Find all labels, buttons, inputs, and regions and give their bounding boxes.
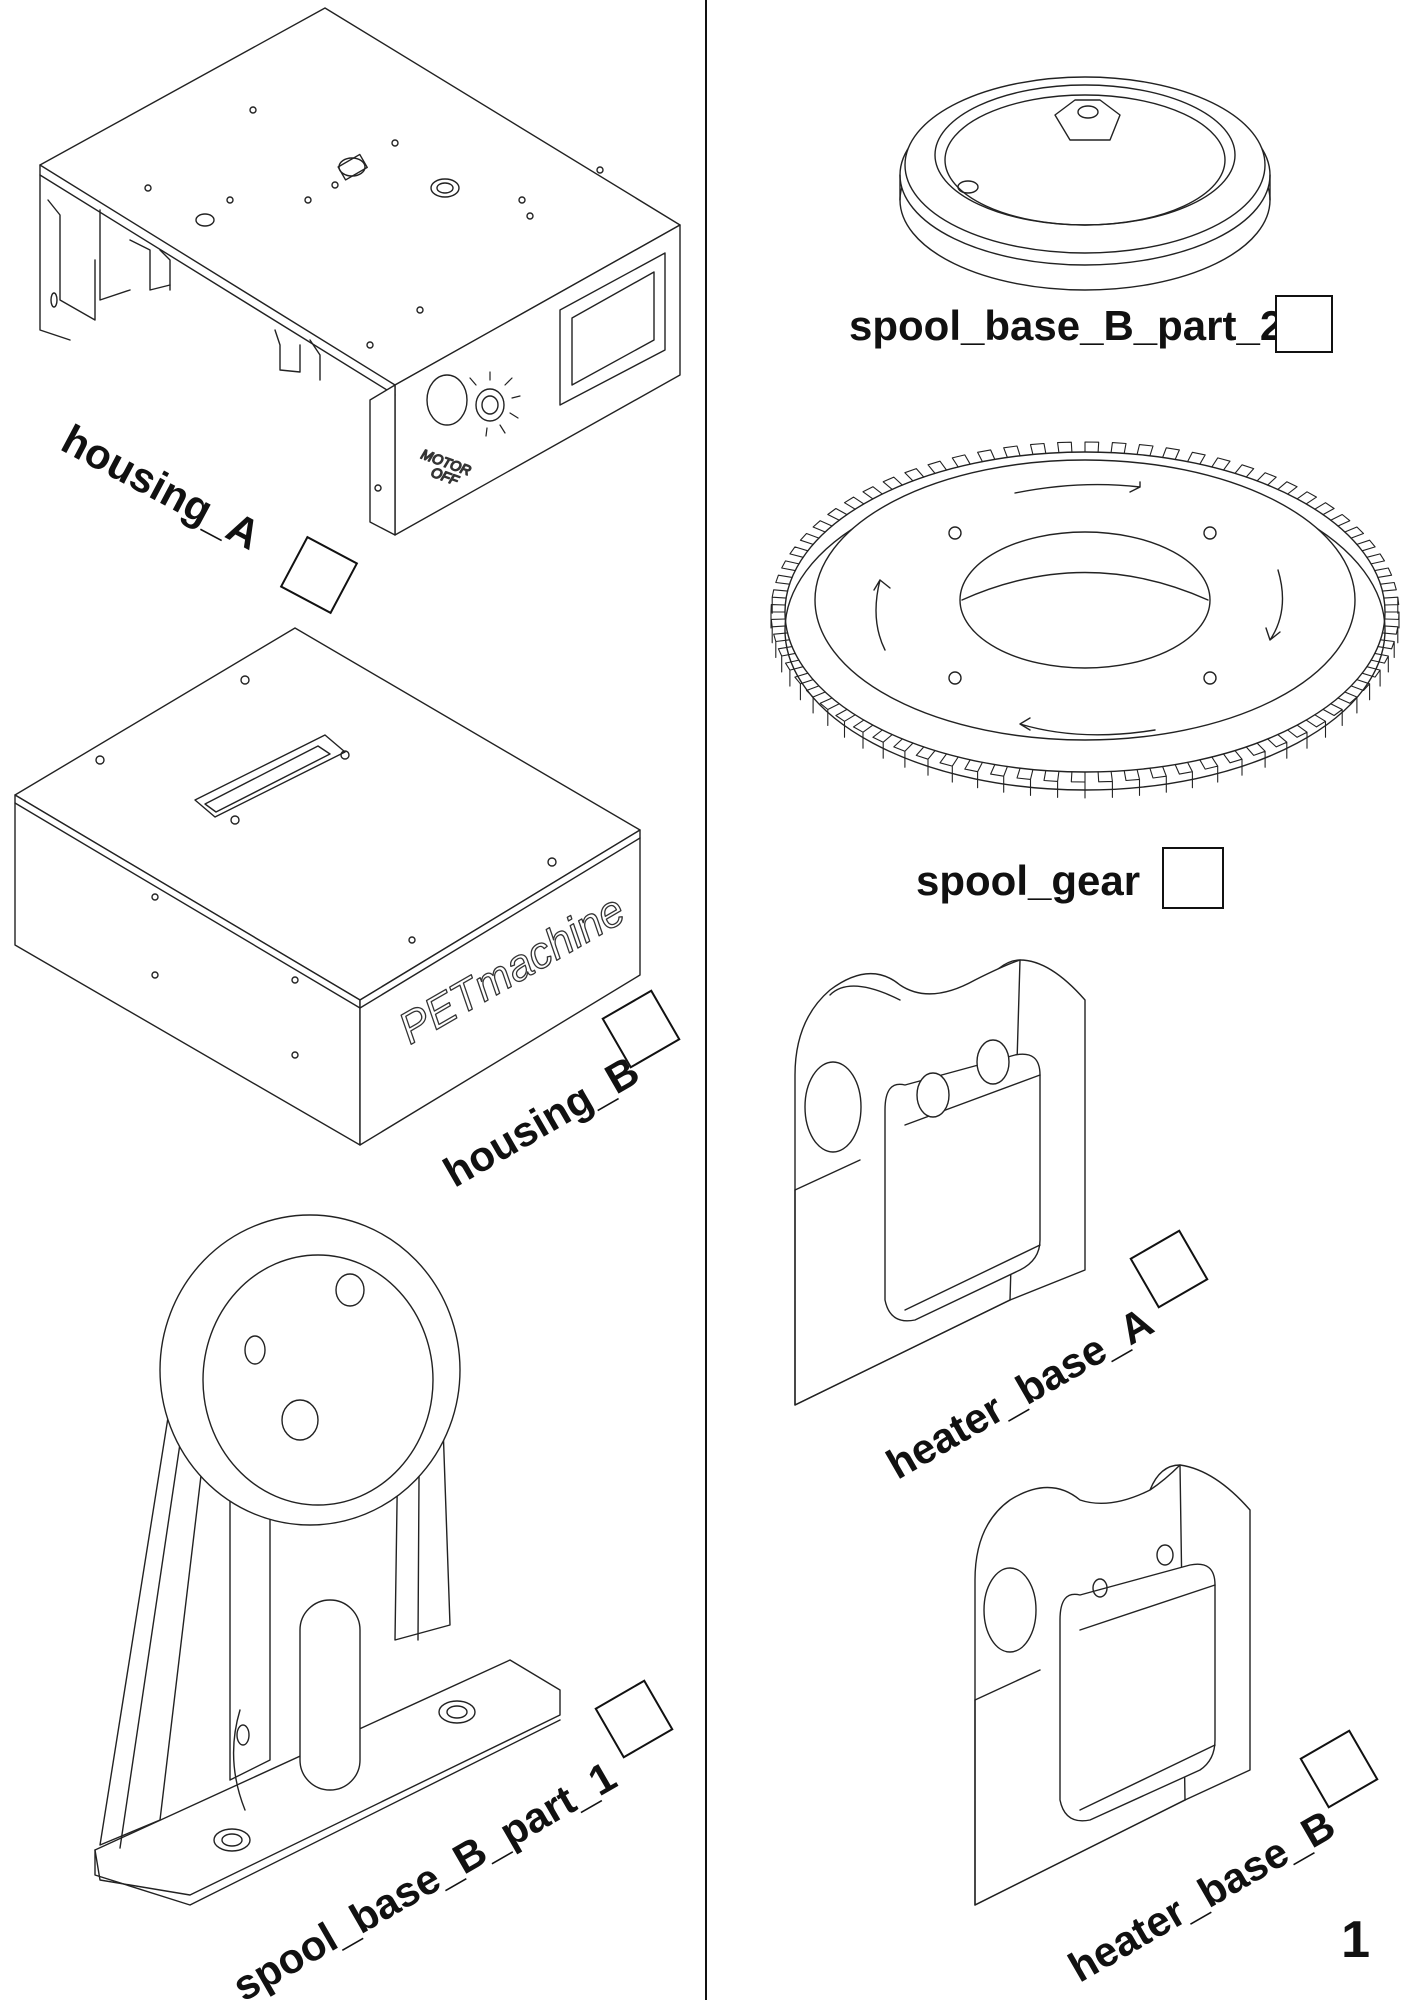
spool-base-b-part-2-drawing <box>899 76 1271 291</box>
heater-base-b-drawing <box>974 1464 1251 1906</box>
page-number: 1 <box>1341 1911 1370 1969</box>
checkbox-spool-gear[interactable] <box>1162 847 1224 909</box>
gear-teeth <box>770 441 1400 799</box>
spool-gear-drawing <box>770 441 1400 799</box>
column-divider <box>705 0 707 2000</box>
label-spool-gear: spool_gear <box>916 857 1141 904</box>
housing-b-drawing: PETmachine <box>14 627 641 1146</box>
label-spool-base-b-part-2: spool_base_B_part_2 <box>849 302 1284 349</box>
spool-base-b-part-1-drawing <box>94 1214 561 1906</box>
checkbox-spool-base-b-part-2[interactable] <box>1275 295 1333 353</box>
heater-base-a-drawing <box>794 959 1086 1406</box>
housing-a-drawing: MOTOR OFF <box>39 7 681 536</box>
